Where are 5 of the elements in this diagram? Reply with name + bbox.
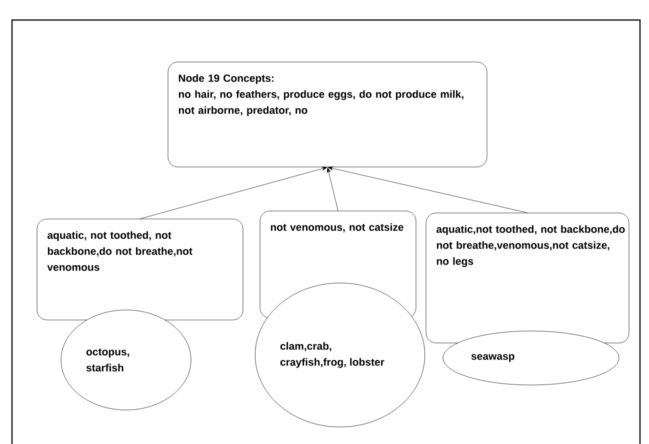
arrow [326,168,338,211]
concept-box: aquatic, not toothed, not backbone,do not breathe,not venomous [36,218,244,320]
concept-box: Node 19 Concepts: no hair, no feathers, produce eggs, do not produce milk, not airborne, predator, no [168,62,488,168]
arrow [140,166,328,219]
arrow [328,166,528,213]
